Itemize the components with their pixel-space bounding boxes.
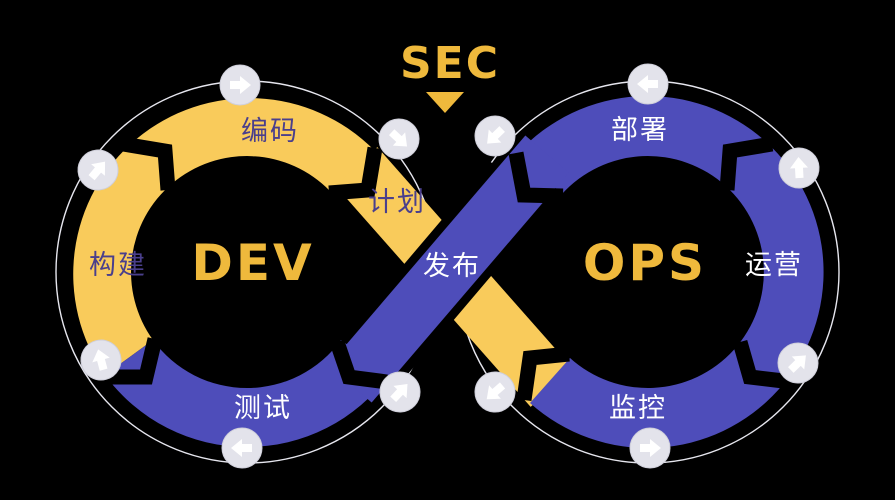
ops-label: OPS xyxy=(583,234,707,292)
dev-label: DEV xyxy=(191,234,314,292)
flow-ball xyxy=(219,64,261,106)
chevron-left-test-release xyxy=(329,339,388,390)
sec-pointer-icon xyxy=(426,92,464,113)
stage-label-operate: 运营 xyxy=(745,250,803,281)
stage-label-release: 发布 xyxy=(423,251,481,282)
chevron-left-code-plan xyxy=(328,146,383,201)
stage-label-monitor: 监控 xyxy=(609,393,667,424)
chevron-right-monitor-plan xyxy=(516,346,570,402)
stage-label-build: 构建 xyxy=(89,250,147,281)
chevron-left-build-code xyxy=(121,136,176,191)
stage-label-deploy: 部署 xyxy=(611,115,669,146)
flow-ball xyxy=(629,427,671,469)
segment-chevron-cuts xyxy=(103,136,793,402)
stage-label-test: 测试 xyxy=(234,393,292,424)
chevron-left-test-build xyxy=(103,337,163,385)
flow-ball xyxy=(221,427,263,469)
sec-title: SEC xyxy=(400,38,500,89)
left-ring-yellow-segment xyxy=(73,98,374,375)
release-ribbon xyxy=(328,135,569,403)
chevron-right-deploy-operate xyxy=(719,136,774,191)
chevron-right-operate-monitor xyxy=(732,339,793,390)
flow-ball xyxy=(627,63,669,105)
stage-label-plan: 计划 xyxy=(368,187,426,218)
chevron-right-release-deploy xyxy=(508,151,564,204)
stage-label-code: 编码 xyxy=(241,116,299,147)
left-ring-test-segment xyxy=(105,340,389,448)
